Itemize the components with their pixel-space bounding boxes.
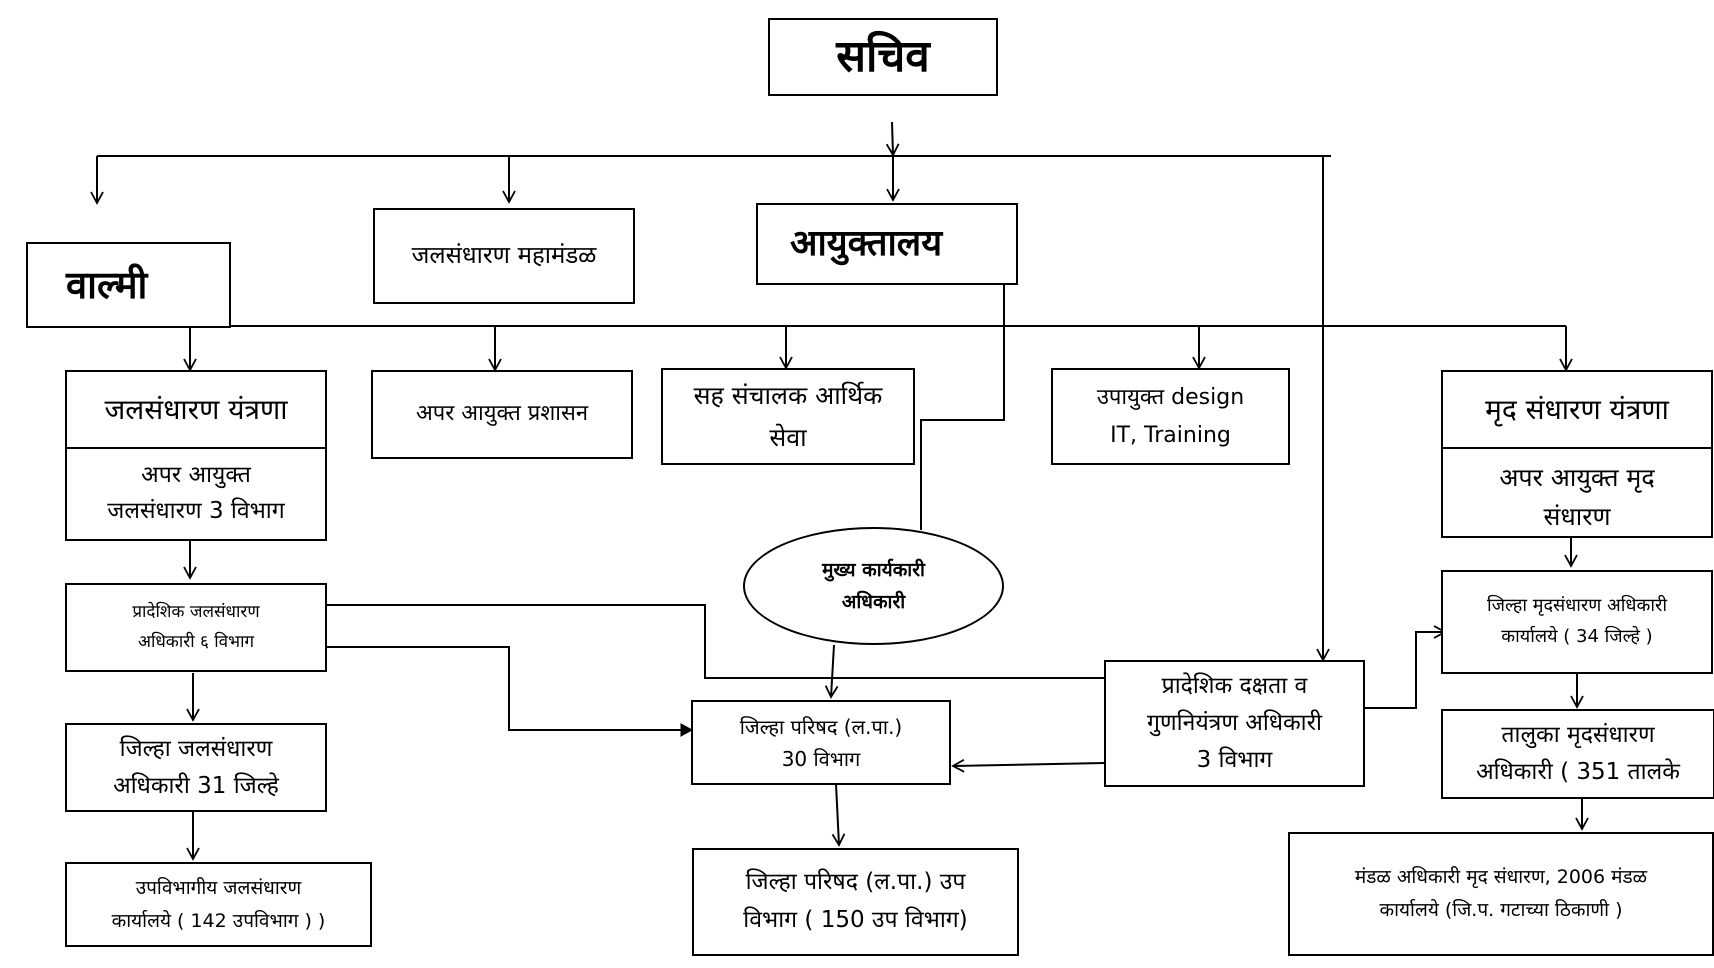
node-mrud-yantrana-title: मृद संधारण यंत्रणा — [1485, 392, 1669, 426]
arrow-pradeshik-jal-to-zp — [326, 646, 694, 737]
node-jilha-mrud: जिल्हा मृदसंधारण अधिकारी कार्यालये ( 34 … — [1441, 570, 1713, 674]
node-mrud-yantrana-body: अपर आयुक्त मृद संधारण — [1443, 449, 1711, 536]
node-walmi: वाल्मी — [26, 242, 231, 328]
node-pradeshik-jal-line2: अधिकारी ६ विभाग — [137, 631, 255, 652]
node-mandal-line1: मंडळ अधिकारी मृद संधारण, 2006 मंडळ — [1354, 865, 1648, 888]
node-zp-lapa: जिल्हा परिषद (ल.पा.) 30 विभाग — [691, 700, 951, 785]
node-mukhya: मुख्य कार्यकारी अधिकारी — [743, 527, 1004, 645]
node-apar-prashasan: अपर आयुक्त प्रशासन — [371, 370, 633, 459]
node-sah-sanchalak-line2: सेवा — [769, 422, 807, 452]
node-upvibhagiya: उपविभागीय जलसंधारण कार्यालये ( 142 उपविभ… — [65, 862, 372, 947]
node-zp-up: जिल्हा परिषद (ल.पा.) उप विभाग ( 150 उप व… — [692, 848, 1019, 956]
node-jal-mahamandal: जलसंधारण महामंडळ — [373, 208, 635, 304]
node-mandal-line2: कार्यालये (जि.प. गटाच्या ठिकाणी ) — [1379, 899, 1623, 921]
node-jal-yantrana: जलसंधारण यंत्रणा अपर आयुक्त जलसंधारण 3 व… — [65, 370, 327, 541]
arrow-zp-to-zp-up — [831, 783, 846, 847]
node-jilha-mrud-line1: जिल्हा मृदसंधारण अधिकारी — [1486, 595, 1668, 617]
node-jilha-jal-line1: जिल्हा जलसंधारण — [119, 735, 273, 762]
node-taluka-mrud-line1: तालुका मृदसंधारण — [1501, 722, 1655, 749]
line-ayuktalay-to-mukhya — [920, 285, 1005, 530]
node-upayukta-line2: IT, Training — [1110, 422, 1231, 448]
arrow-mukhya-to-zp — [824, 644, 839, 699]
node-pradeshik-dakshata-line2: गुणनियंत्रण अधिकारी — [1147, 710, 1322, 737]
node-mrud-yantrana-header: मृद संधारण यंत्रणा — [1443, 372, 1711, 449]
node-taluka-mrud: तालुका मृदसंधारण अधिकारी ( 351 तालके — [1441, 709, 1714, 799]
arrow-sachiv-to-bus — [885, 121, 900, 157]
node-pradeshik-dakshata-line1: प्रादेशिक दक्षता व — [1161, 673, 1308, 700]
node-sachiv: सचिव — [768, 18, 998, 96]
node-pradeshik-dakshata-line3: 3 विभाग — [1196, 746, 1273, 773]
node-upvibhagiya-line2: कार्यालये ( 142 उपविभाग ) ) — [111, 909, 326, 932]
node-jal-yantrana-body: अपर आयुक्त जलसंधारण 3 विभाग — [67, 449, 325, 539]
node-sachiv-label: सचिव — [836, 30, 930, 82]
node-mrud-yantrana-line1: अपर आयुक्त मृद — [1499, 463, 1655, 492]
node-jilha-jal-line2: अधिकारी 31 जिल्हे — [113, 772, 279, 799]
node-zp-up-line2: विभाग ( 150 उप विभाग) — [743, 907, 968, 933]
node-zp-lapa-line1: जिल्हा परिषद (ल.पा.) — [739, 714, 903, 739]
node-pradeshik-jal: प्रादेशिक जलसंधारण अधिकारी ६ विभाग — [65, 583, 327, 672]
node-taluka-mrud-line2: अधिकारी ( 351 तालके — [1476, 759, 1680, 785]
node-sah-sanchalak-line1: सह संचालक आर्थिक — [693, 381, 883, 411]
node-jilha-mrud-line2: कार्यालये ( 34 जिल्हे ) — [1501, 626, 1653, 647]
node-mukhya-line2: अधिकारी — [841, 591, 906, 613]
node-zp-up-line1: जिल्हा परिषद (ल.पा.) उप — [745, 869, 966, 896]
node-jal-yantrana-line2: जलसंधारण 3 विभाग — [107, 498, 285, 524]
arrow-dakshata-to-jilha-mrud — [1364, 625, 1447, 709]
node-sah-sanchalak: सह संचालक आर्थिक सेवा — [661, 368, 915, 465]
node-mandal: मंडळ अधिकारी मृद संधारण, 2006 मंडळ कार्य… — [1288, 832, 1714, 956]
node-walmi-label: वाल्मी — [66, 262, 148, 307]
node-jal-yantrana-line1: अपर आयुक्त — [141, 462, 251, 489]
node-upayukta: उपायुक्त design IT, Training — [1051, 368, 1290, 465]
node-pradeshik-dakshata: प्रादेशिक दक्षता व गुणनियंत्रण अधिकारी 3… — [1104, 660, 1365, 787]
node-jal-yantrana-header: जलसंधारण यंत्रणा — [67, 372, 325, 449]
node-apar-prashasan-label: अपर आयुक्त प्रशासन — [415, 401, 589, 427]
node-jal-yantrana-title: जलसंधारण यंत्रणा — [104, 392, 288, 426]
node-ayuktalay: आयुक्तालय — [756, 203, 1018, 285]
node-jal-mahamandal-label: जलसंधारण महामंडळ — [411, 241, 597, 270]
node-pradeshik-jal-line1: प्रादेशिक जलसंधारण — [132, 601, 260, 622]
node-mrud-yantrana-line2: संधारण — [1543, 501, 1611, 531]
node-jilha-jal: जिल्हा जलसंधारण अधिकारी 31 जिल्हे — [65, 723, 327, 812]
node-ayuktalay-label: आयुक्तालय — [790, 223, 943, 265]
arrow-dakshata-to-pradeshik-jal — [311, 598, 1104, 679]
node-mrud-yantrana: मृद संधारण यंत्रणा अपर आयुक्त मृद संधारण — [1441, 370, 1713, 538]
node-upayukta-line1: उपायुक्त design — [1096, 385, 1245, 411]
node-mukhya-line1: मुख्य कार्यकारी — [822, 558, 925, 581]
arrow-dakshata-to-zp — [951, 759, 1105, 773]
node-zp-lapa-line2: 30 विभाग — [781, 746, 861, 771]
node-upvibhagiya-line1: उपविभागीय जलसंधारण — [135, 877, 302, 900]
